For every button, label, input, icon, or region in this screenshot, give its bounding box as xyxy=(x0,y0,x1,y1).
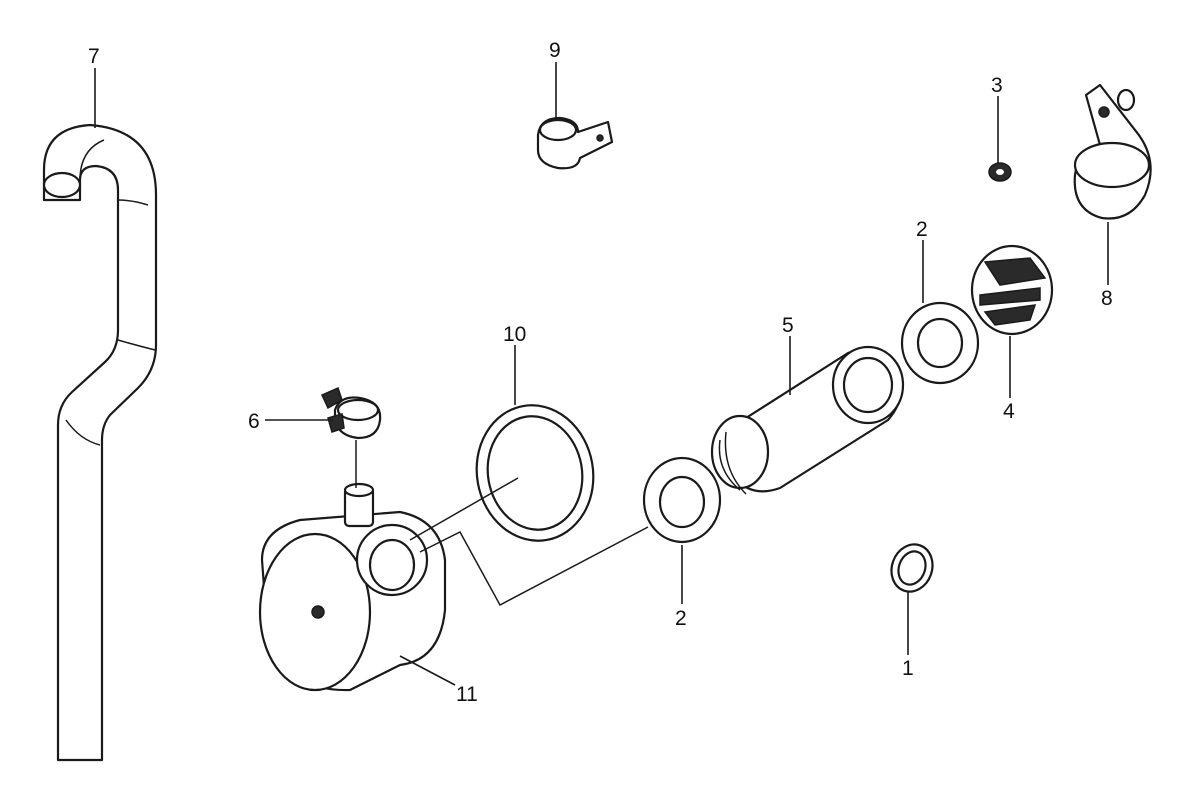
callout-3: 3 xyxy=(991,74,1003,97)
callout-2-lower: 2 xyxy=(675,607,687,630)
callout-9: 9 xyxy=(549,39,561,62)
part-9-pipe-clip xyxy=(536,116,614,170)
callout-6: 6 xyxy=(248,410,260,433)
part-10-o-ring xyxy=(475,404,595,542)
callout-2-upper: 2 xyxy=(916,218,928,241)
callout-4: 4 xyxy=(1003,400,1015,423)
leader-lines xyxy=(94,62,1109,686)
part-2-washer-upper xyxy=(900,301,980,385)
part-4-threaded-plug xyxy=(970,244,1054,336)
part-2-washer-lower xyxy=(642,456,722,544)
part-7-bent-pipe xyxy=(42,123,158,762)
callouts: 7 9 3 8 2 4 5 10 6 2 1 11 xyxy=(88,39,1113,706)
assembly-lines xyxy=(355,440,649,607)
callout-10: 10 xyxy=(503,323,526,346)
part-3-nut xyxy=(988,162,1012,182)
callout-5: 5 xyxy=(782,314,794,337)
part-5-threaded-tube xyxy=(710,345,905,495)
callout-11: 11 xyxy=(456,683,478,706)
part-6-clamp xyxy=(320,386,382,440)
callout-7: 7 xyxy=(88,45,100,68)
callout-1: 1 xyxy=(902,657,914,680)
part-8-hose-clamp xyxy=(1073,83,1152,220)
part-11-housing xyxy=(258,482,447,692)
part-1-small-ring xyxy=(890,543,934,593)
callout-8: 8 xyxy=(1101,287,1113,310)
